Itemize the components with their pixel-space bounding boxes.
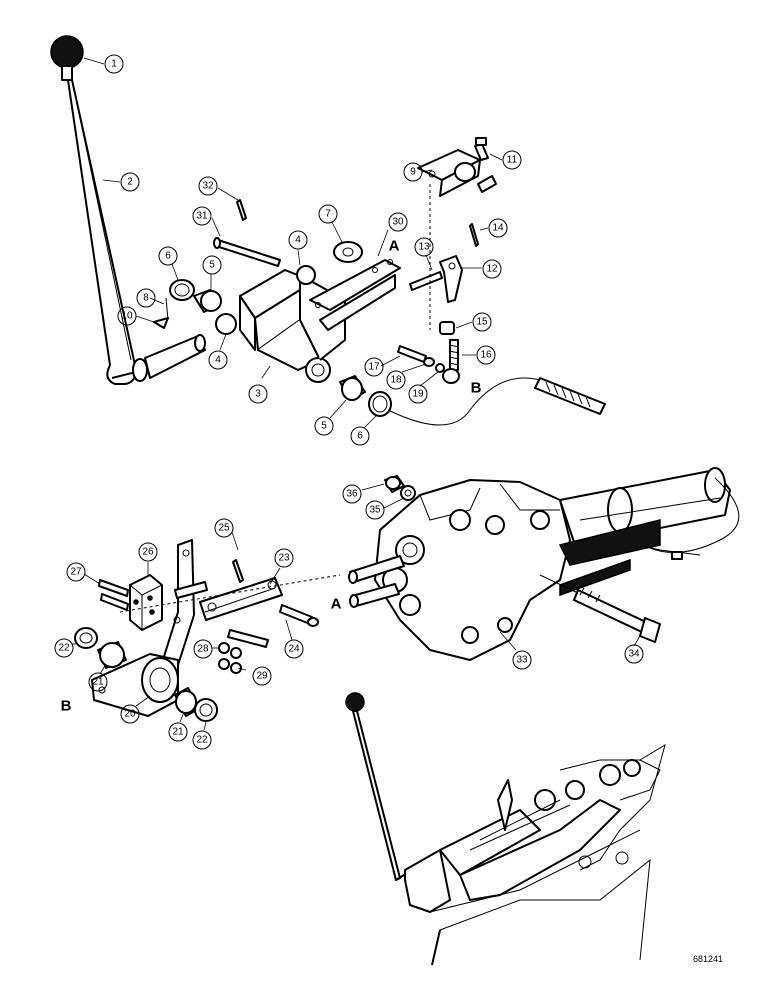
- lever-shaft: [144, 335, 206, 379]
- bracket: [98, 574, 163, 631]
- cable-handle: [387, 377, 606, 426]
- callout-label: 8: [143, 293, 149, 304]
- callout-group: 1 2 3 4 5 6 7 8 9 10 11 12 13 14 15 16 1…: [54, 54, 644, 750]
- callout-label: 9: [410, 167, 416, 178]
- callout-label: 35: [369, 505, 381, 516]
- callout-label: 22: [58, 643, 70, 654]
- callout-label: 4: [215, 355, 221, 366]
- callout-label: 32: [202, 181, 214, 192]
- callout-label: 6: [357, 431, 363, 442]
- bellcrank: [239, 259, 401, 383]
- callout-label: 24: [288, 644, 300, 655]
- callout-label: 4: [295, 235, 301, 246]
- callout-label: 28: [197, 644, 209, 655]
- callout-label: 18: [390, 375, 402, 386]
- pins-top: [213, 199, 363, 267]
- callout-label: 1: [111, 59, 117, 70]
- callout-label: 34: [628, 649, 640, 660]
- callout-label: 11: [507, 155, 518, 166]
- ref-letter-b-mid: B: [61, 698, 72, 715]
- small-washers: [218, 642, 242, 674]
- callout-label: 20: [124, 709, 136, 720]
- clevis-parts: [397, 137, 497, 384]
- reference-letters: A B A B: [61, 238, 482, 715]
- callout-label: 7: [325, 209, 331, 220]
- callout-label: 17: [368, 362, 380, 373]
- callout-label: 27: [70, 567, 82, 578]
- callout-label: 15: [476, 317, 488, 328]
- callout-label: 29: [256, 671, 268, 682]
- callout-label: 14: [492, 223, 504, 234]
- valve-spools: [348, 555, 405, 608]
- lower-bushings: [74, 627, 218, 722]
- callout-label: 31: [196, 211, 208, 222]
- callout-label: 19: [412, 389, 424, 400]
- long-bolt: [539, 574, 661, 643]
- callout-label: 3: [255, 389, 261, 400]
- installed-view: [345, 692, 666, 966]
- callout-label: 16: [480, 350, 492, 361]
- callout-label: 36: [346, 489, 358, 500]
- callout-label: 10: [121, 311, 133, 322]
- callout-label: 6: [165, 251, 171, 262]
- nuts-mid: [384, 475, 416, 501]
- callout-label: 22: [196, 735, 208, 746]
- bushings-left: [153, 279, 237, 335]
- control-lever: [50, 35, 206, 385]
- ref-letter-a-mid: A: [331, 596, 342, 613]
- ref-letter-a-top: A: [389, 238, 400, 255]
- installed-knob: [345, 692, 365, 712]
- callout-label: 13: [418, 242, 430, 253]
- control-valve: [374, 467, 740, 661]
- callout-label: 5: [321, 421, 327, 432]
- callout-label: 21: [92, 677, 104, 688]
- callout-label: 2: [127, 177, 133, 188]
- callout-label: 12: [486, 264, 498, 275]
- callout-label: 30: [392, 217, 404, 228]
- callout-label: 5: [209, 260, 215, 271]
- lever-knob: [50, 35, 84, 69]
- figure-number: 681241: [693, 954, 723, 964]
- callout-label: 26: [142, 547, 154, 558]
- link-plate: [199, 577, 283, 621]
- callout-label: 25: [218, 523, 230, 534]
- bushings-right: [339, 375, 392, 417]
- callout-label: 21: [172, 727, 184, 738]
- callout-label: 33: [516, 655, 528, 666]
- ref-letter-b-top: B: [471, 380, 482, 397]
- callout-label: 23: [278, 553, 290, 564]
